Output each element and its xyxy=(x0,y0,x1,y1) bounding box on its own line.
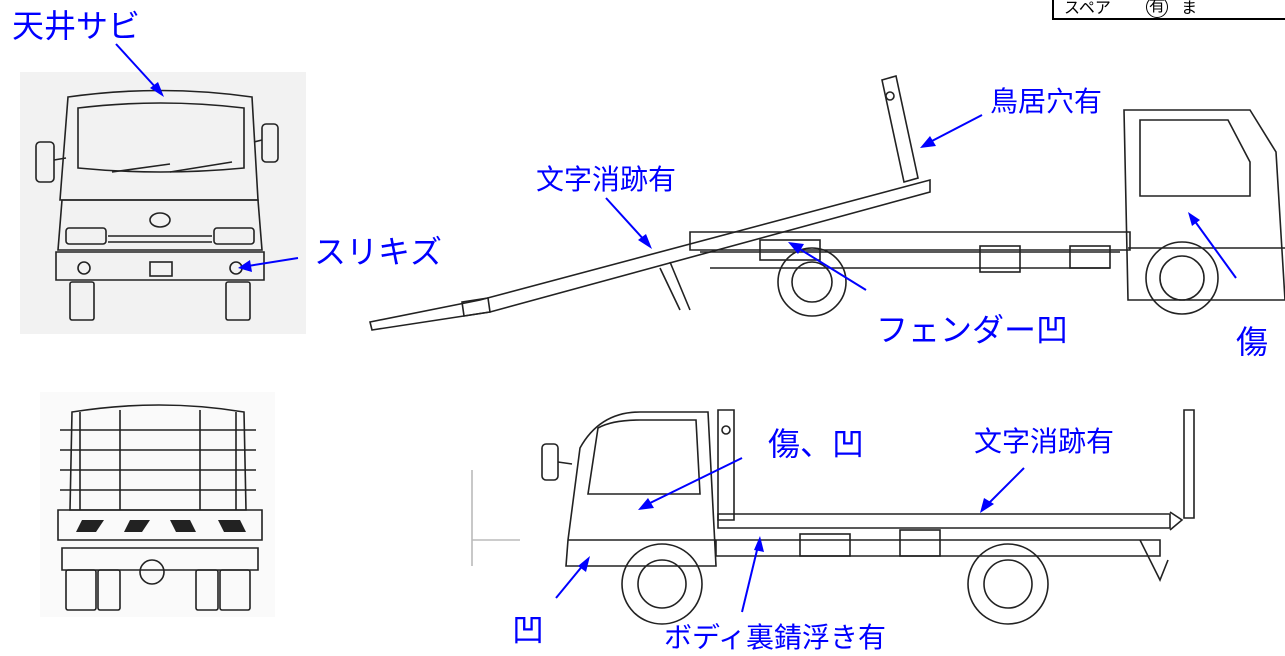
arrow-ceiling-rust xyxy=(115,43,164,97)
label-scratch-right: 傷 xyxy=(1236,323,1269,361)
label-text-trace-tilt: 文字消跡有 xyxy=(536,163,677,196)
arrow-text-trace-flat xyxy=(980,467,1025,513)
spare-tire-box: スペア 有 ま xyxy=(1052,0,1285,20)
truck-front-view xyxy=(35,89,279,321)
label-ceiling-rust: 天井サビ xyxy=(12,7,141,45)
arrow-scratch-front xyxy=(238,257,299,272)
annotation-arrows xyxy=(115,43,1237,613)
truck-side-view-flat xyxy=(471,409,1195,625)
circled-yes: 有 xyxy=(1145,0,1168,18)
label-dent-bumper: 凹 xyxy=(512,611,545,649)
arrow-scratch-dent-left xyxy=(638,457,743,510)
arrow-fender-dent xyxy=(788,242,867,291)
label-scratch-front: スリキズ xyxy=(314,233,443,271)
truck-side-view-tilted xyxy=(369,74,1285,331)
arrow-torii-hole xyxy=(920,114,983,148)
label-body-rust: ボディ裏錆浮き有 xyxy=(664,621,887,654)
arrow-scratch-right xyxy=(1188,212,1237,279)
arrow-body-rust xyxy=(741,536,764,613)
label-scratch-dent-left: 傷、凹 xyxy=(768,425,865,463)
spare-trailing: ま xyxy=(1181,0,1198,17)
spare-label: スペア xyxy=(1064,0,1111,17)
arrow-text-trace-tilt xyxy=(605,197,652,249)
arrow-dent-bumper xyxy=(555,556,590,599)
label-text-trace-flat: 文字消跡有 xyxy=(974,425,1115,458)
truck-rear-view xyxy=(57,404,263,611)
label-torii-hole: 鳥居穴有 xyxy=(990,85,1103,118)
label-fender-dent: フェンダー凹 xyxy=(876,311,1069,349)
